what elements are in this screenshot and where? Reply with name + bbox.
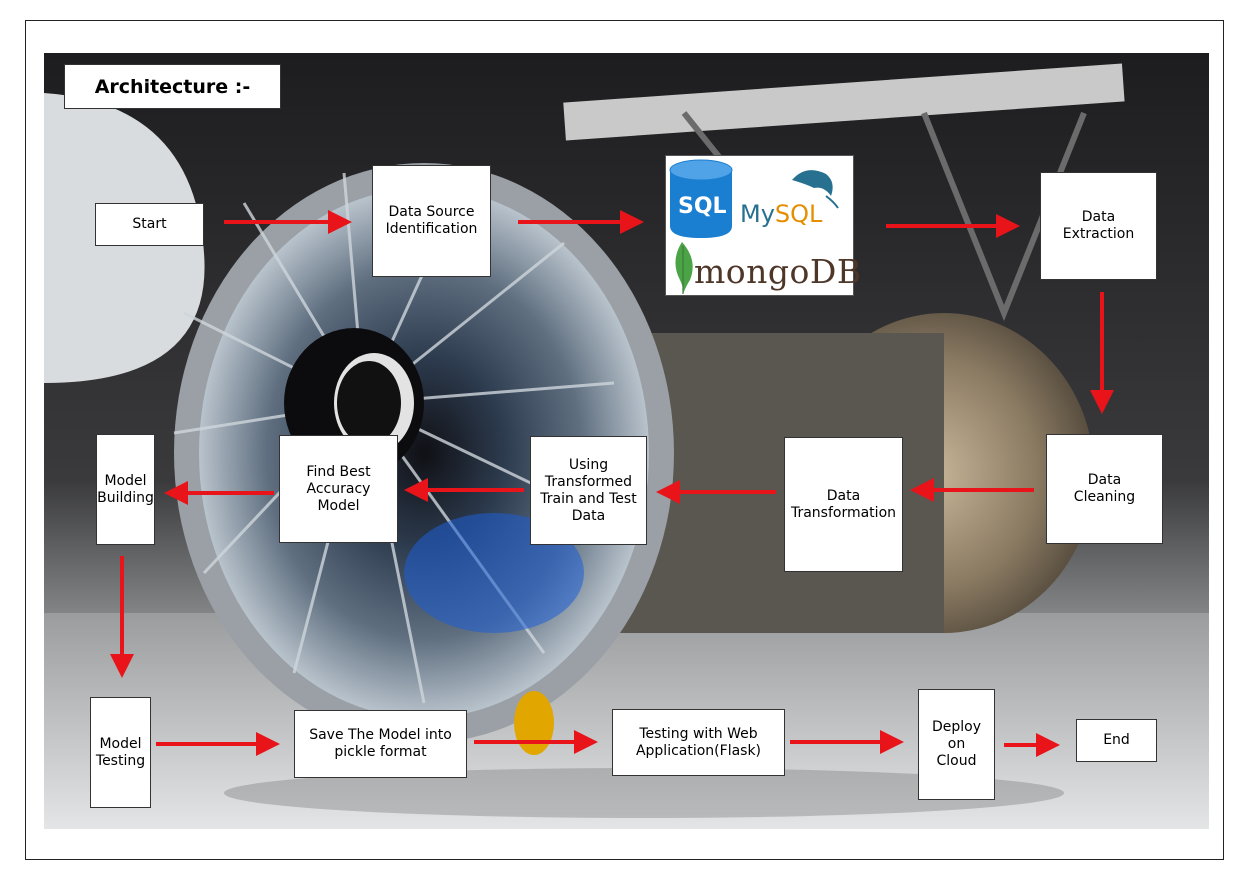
node-save-model-pickle: Save The Model into pickle format [294, 710, 467, 778]
node-data-extraction: Data Extraction [1040, 172, 1157, 280]
node-model-building: Model Building [96, 434, 155, 545]
mysql-label-my: My [740, 200, 775, 228]
mongodb-label: mongoDB [694, 252, 862, 291]
node-model-testing: Model Testing [90, 697, 151, 808]
node-deploy-on-cloud: Deploy on Cloud [918, 689, 995, 800]
page-title: Architecture :- [64, 64, 281, 109]
node-using-transformed-data: Using Transformed Train and Test Data [530, 436, 647, 545]
sql-label: SQL [678, 194, 727, 219]
mongodb-leaf-icon [675, 242, 693, 294]
jet-engine-background-image [44, 53, 1209, 829]
database-logos-box: SQL MySQL mongoDB [665, 155, 861, 296]
node-start: Start [95, 203, 204, 246]
node-end: End [1076, 719, 1157, 762]
mysql-dolphin-icon [792, 170, 839, 209]
node-find-best-accuracy-model: Find Best Accuracy Model [279, 435, 398, 543]
sql-database-icon [669, 159, 733, 238]
node-testing-web-application: Testing with Web Application(Flask) [612, 709, 785, 776]
mysql-label-sql: SQL [774, 200, 823, 228]
node-data-cleaning: Data Cleaning [1046, 434, 1163, 544]
mysql-label: MySQL [740, 200, 822, 228]
node-data-transformation: Data Transformation [784, 437, 903, 572]
node-data-source-identification: Data Source Identification [372, 165, 491, 277]
